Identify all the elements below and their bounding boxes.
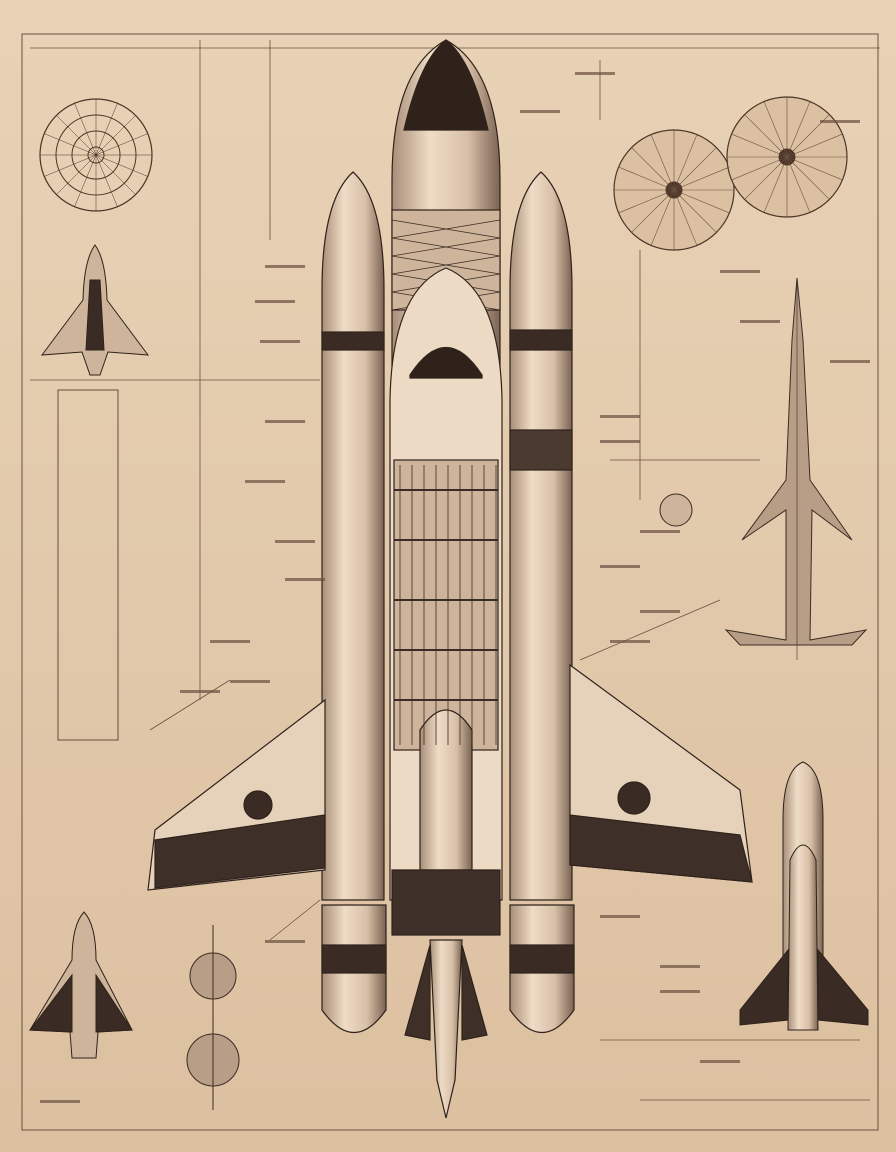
spoke [673,134,698,191]
annotation-mark [660,965,700,968]
annotation-mark [700,1060,740,1063]
leader-line [579,599,721,661]
spoke [673,189,717,233]
annotation-mark [600,565,640,568]
spoke [631,189,675,233]
annotation-mark [830,360,870,363]
spoke [673,189,730,214]
leader-line [149,679,231,731]
annotation-mark [720,270,760,273]
left-elevation-schematic [57,389,119,741]
annotation-mark [285,578,325,581]
annotation-mark [600,440,640,443]
annotation-mark [660,990,700,993]
orbiter-fuselage [389,267,503,1119]
spoke [786,156,811,213]
spoke [673,166,730,191]
leader-line [269,899,321,941]
spoke [95,103,118,156]
small-shuttle-bottom-right [739,761,869,1031]
annotation-mark [740,320,780,323]
spoke [56,115,97,156]
spoke [650,189,675,246]
spoke [786,156,843,181]
annotation-mark [260,340,300,343]
truss-strut [391,219,501,239]
spoke [731,156,788,181]
spoke [618,166,675,191]
payload-bay-details [394,465,498,745]
spoke [673,147,717,191]
sphere-detail [659,493,693,527]
launch-tower [724,277,868,660]
small-shuttle-bottom-left [29,911,133,1059]
circular-schematic-left [39,98,153,212]
left-solid-rocket-booster [321,171,387,1034]
spoke [95,154,118,207]
spoke [744,156,788,200]
annotation-mark [210,640,250,643]
spoke [631,147,675,191]
small-shuttle-top-left [40,244,150,376]
circle-spokes [614,97,847,250]
spoke [763,156,788,213]
spoke [618,189,675,214]
spoke [95,115,136,156]
spoke [650,134,675,191]
spoke [44,154,97,177]
annotation-mark [255,300,295,303]
annotation-mark [600,915,640,918]
annotation-mark [265,420,305,423]
spoke [95,133,148,156]
annotation-mark [265,940,305,943]
annotation-mark [575,72,615,75]
spoke [74,103,97,156]
annotation-mark [245,480,285,483]
annotation-text-marks [40,72,870,1103]
annotation-mark [230,680,270,683]
orbiter-wings [147,663,753,891]
spoke [95,154,148,177]
spoke [786,133,843,158]
spoke [763,101,788,158]
frame-border [21,33,879,1131]
spoke [673,189,698,246]
truss-strut [391,237,501,257]
annotation-mark [520,110,560,113]
annotation-mark [610,640,650,643]
annotation-mark [600,415,640,418]
spoke [786,101,811,158]
spoke [744,114,788,158]
spoke [56,154,97,195]
truss-strut [391,255,501,275]
annotation-mark [275,540,315,543]
annotation-lines [30,40,880,1101]
gear-schematics [186,925,240,1110]
annotation-mark [640,530,680,533]
annotation-mark [40,1100,80,1103]
right-solid-rocket-booster [509,171,575,1034]
annotation-mark [640,610,680,613]
annotation-mark [180,690,220,693]
annotation-mark [265,265,305,268]
annotation-mark [820,120,860,123]
spoke [74,154,97,207]
spoke [731,133,788,158]
spoke [95,154,136,195]
spoke [44,133,97,156]
spoke [786,156,830,200]
